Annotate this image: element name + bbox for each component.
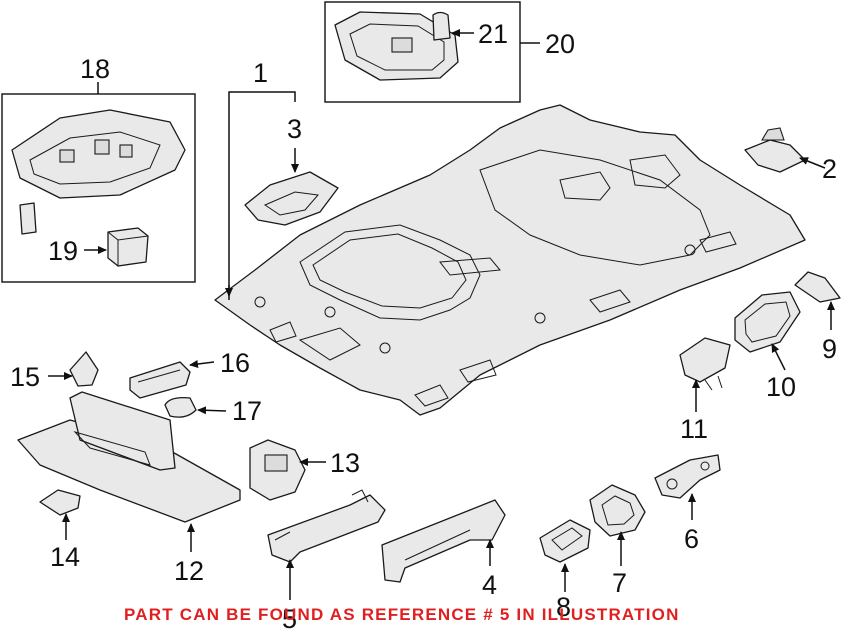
callout-13: 13 [330,448,360,478]
callout-11: 11 [680,414,708,444]
bulb-17-part [164,397,197,418]
callout-14: 14 [50,542,80,572]
frame-10-part [734,291,801,353]
callout-1: 1 [253,58,268,88]
switch-19-part [107,227,149,267]
callout-12: 12 [174,556,204,586]
callout-7: 7 [612,568,627,598]
headliner-part [214,104,806,416]
callout-4: 4 [482,570,497,600]
callouts: 1 2 3 4 5 6 7 8 9 10 11 12 13 14 15 16 1… [10,19,837,630]
sun-visor-12-part [17,391,241,523]
callout-19: 19 [48,236,78,266]
clip-15-part [69,351,99,387]
callout-3: 3 [287,114,302,144]
callout-5: 5 [282,604,297,630]
callout-21: 21 [478,19,508,49]
map-lamp-part [334,11,459,81]
footnote-text: PART CAN BE FOUND AS REFERENCE # 5 IN IL… [124,605,680,624]
callout-6: 6 [684,524,699,554]
callout-18: 18 [80,54,110,84]
bracket-8-part [539,519,591,563]
grab-handle-5-part [267,489,386,563]
callout-2: 2 [822,154,837,184]
callout-16: 16 [220,348,250,378]
lamp-bulb-part [19,202,37,235]
callout-10: 10 [766,372,796,402]
bracket-3-part [244,171,339,226]
leader-lines [48,29,835,600]
lamp-11-part [679,337,731,391]
callout-8: 8 [556,592,571,622]
callout-9: 9 [822,334,837,364]
clip-9-part [794,271,841,303]
frame-7-part [589,484,646,537]
lamp-lens-16-part [129,361,191,399]
bulb-21-part [432,11,451,41]
clip-2-part [744,127,806,173]
callout-20: 20 [545,29,575,59]
bracket-6-part [654,454,721,499]
visor-mount-13-part [249,439,306,501]
callout-17: 17 [232,396,262,426]
clip-14-part [39,489,81,516]
callout-15: 15 [10,362,40,392]
box-20 [324,1,521,103]
overhead-console-part [11,109,186,199]
grab-handle-4-part [381,499,506,583]
